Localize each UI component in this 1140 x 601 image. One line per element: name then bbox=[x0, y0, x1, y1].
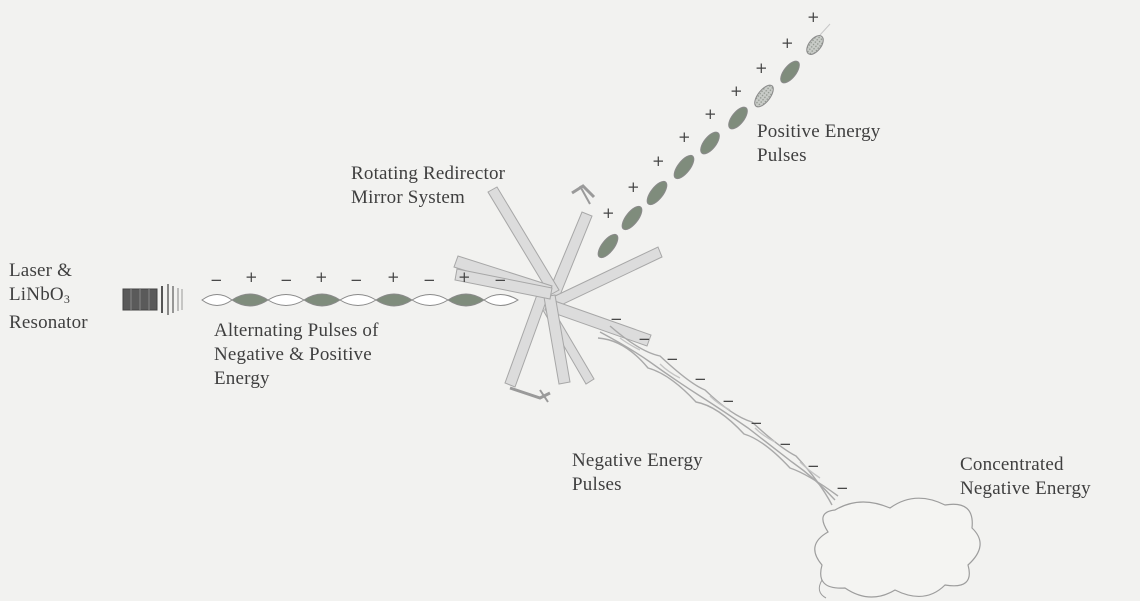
concentrated-label-line1: Concentrated bbox=[960, 454, 1064, 475]
pulse-negative bbox=[339, 294, 377, 306]
mirror-label-line2: Mirror System bbox=[351, 187, 465, 208]
pulse-positive bbox=[231, 293, 269, 307]
laser-label: Laser & LiNbO3 Resonator bbox=[9, 259, 88, 335]
pulse-negative bbox=[201, 294, 233, 306]
mirror-label-line1: Rotating Redirector bbox=[351, 163, 506, 184]
negative-energy-label: Negative Energy Pulses bbox=[572, 449, 703, 497]
beam-tail bbox=[819, 23, 831, 36]
mirror-system bbox=[453, 184, 663, 403]
pulse-positive bbox=[447, 293, 485, 307]
laser-label-line1: Laser & bbox=[9, 260, 73, 281]
negative-sign: − bbox=[722, 392, 735, 410]
alternating-label-line2: Negative & Positive bbox=[214, 344, 372, 365]
beam-sign: + bbox=[458, 268, 471, 286]
alternating-pulse-beam bbox=[201, 293, 519, 307]
negative-pulse-strand bbox=[597, 325, 839, 506]
beam-sign: − bbox=[280, 271, 293, 289]
positive-sign: + bbox=[704, 105, 717, 123]
beam-sign: + bbox=[245, 268, 258, 286]
pulse-negative bbox=[483, 294, 519, 306]
laser-label-line3: Resonator bbox=[9, 312, 88, 333]
positive-sign: + bbox=[807, 8, 820, 26]
negative-sign: − bbox=[750, 414, 763, 432]
negative-sign: − bbox=[779, 435, 792, 453]
positive-sign: + bbox=[781, 34, 794, 52]
alternating-pulses-label: Alternating Pulses of Negative & Positiv… bbox=[214, 319, 379, 391]
negative-sign: − bbox=[807, 457, 820, 475]
laser-label-subscript: 3 bbox=[63, 292, 71, 306]
beam-sign: + bbox=[315, 268, 328, 286]
beam-sign: + bbox=[387, 268, 400, 286]
negative-energy-cloud bbox=[814, 497, 981, 599]
pulse-negative bbox=[267, 294, 305, 306]
positive-pulse-chain bbox=[597, 35, 824, 259]
positive-sign: + bbox=[602, 204, 615, 222]
pulse-positive bbox=[375, 293, 413, 307]
positive-sign: + bbox=[652, 152, 665, 170]
mirror-system-label: Rotating Redirector Mirror System bbox=[351, 162, 505, 210]
negative-sign: − bbox=[694, 370, 707, 388]
concentrated-label-line2: Negative Energy bbox=[960, 478, 1091, 499]
beam-sign: − bbox=[210, 271, 223, 289]
laser-label-formula: LiNbO bbox=[9, 284, 64, 305]
negative-sign: − bbox=[836, 479, 849, 497]
beam-sign: − bbox=[494, 271, 507, 289]
concentrated-energy-label: Concentrated Negative Energy bbox=[960, 453, 1091, 501]
laser-resonator-device bbox=[122, 284, 183, 315]
positive-label-line2: Pulses bbox=[757, 145, 807, 166]
positive-label-line1: Positive Energy bbox=[757, 121, 881, 142]
negative-sign: − bbox=[638, 330, 651, 348]
alternating-label-line3: Energy bbox=[214, 368, 270, 389]
alternating-label-line1: Alternating Pulses of bbox=[214, 320, 379, 341]
beam-sign: − bbox=[350, 271, 363, 289]
laser-label-line2: LiNbO3 bbox=[9, 283, 88, 311]
positive-sign: + bbox=[730, 82, 743, 100]
positive-sign: + bbox=[755, 59, 768, 77]
positive-energy-label: Positive Energy Pulses bbox=[757, 120, 881, 168]
negative-label-line2: Pulses bbox=[572, 474, 622, 495]
negative-sign: − bbox=[666, 350, 679, 368]
pulse-positive bbox=[303, 293, 341, 307]
beam-sign: − bbox=[423, 271, 436, 289]
positive-sign: + bbox=[627, 178, 640, 196]
negative-label-line1: Negative Energy bbox=[572, 450, 703, 471]
positive-sign: + bbox=[678, 128, 691, 146]
negative-sign: − bbox=[610, 310, 623, 328]
pulse-negative bbox=[411, 294, 449, 306]
